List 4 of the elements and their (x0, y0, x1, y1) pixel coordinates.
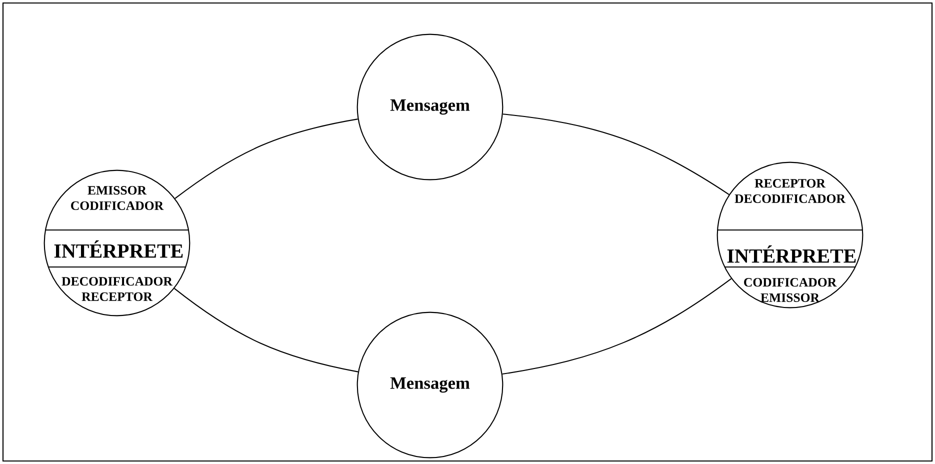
connector-line (502, 114, 730, 195)
connector-line (174, 288, 358, 372)
connector-line (502, 278, 732, 375)
connector-line (174, 118, 358, 199)
